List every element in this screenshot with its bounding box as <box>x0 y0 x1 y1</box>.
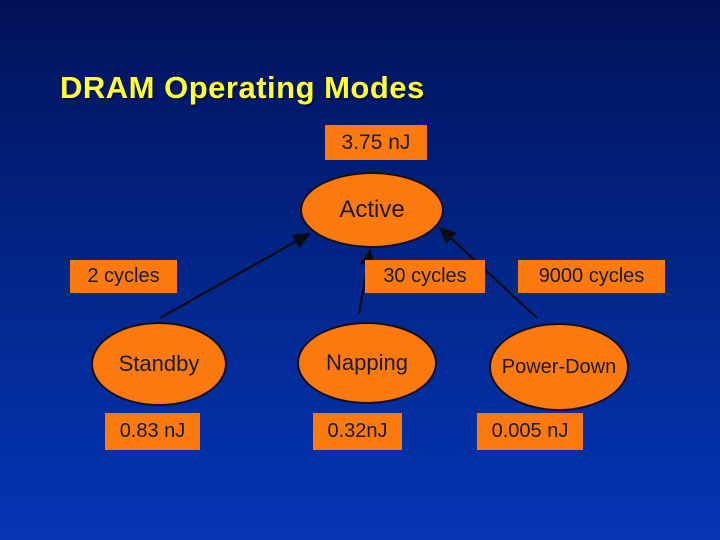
state-node-standby: Standby <box>91 322 227 406</box>
standby-energy-label: 0.83 nJ <box>105 413 200 450</box>
slide-title: DRAM Operating Modes <box>60 70 425 105</box>
state-node-active: Active <box>300 172 444 248</box>
state-node-power-down: Power-Down <box>489 323 629 411</box>
standby-wakeup-cycles-label: 2 cycles <box>70 260 177 293</box>
powerdown-energy-label: 0.005 nJ <box>477 413 583 450</box>
napping-wakeup-cycles-label: 30 cycles <box>365 260 485 293</box>
active-energy-label: 3.75 nJ <box>325 125 427 160</box>
powerdown-wakeup-cycles-label: 9000 cycles <box>518 260 665 293</box>
state-node-napping: Napping <box>297 322 437 404</box>
napping-energy-label: 0.32nJ <box>313 413 402 450</box>
